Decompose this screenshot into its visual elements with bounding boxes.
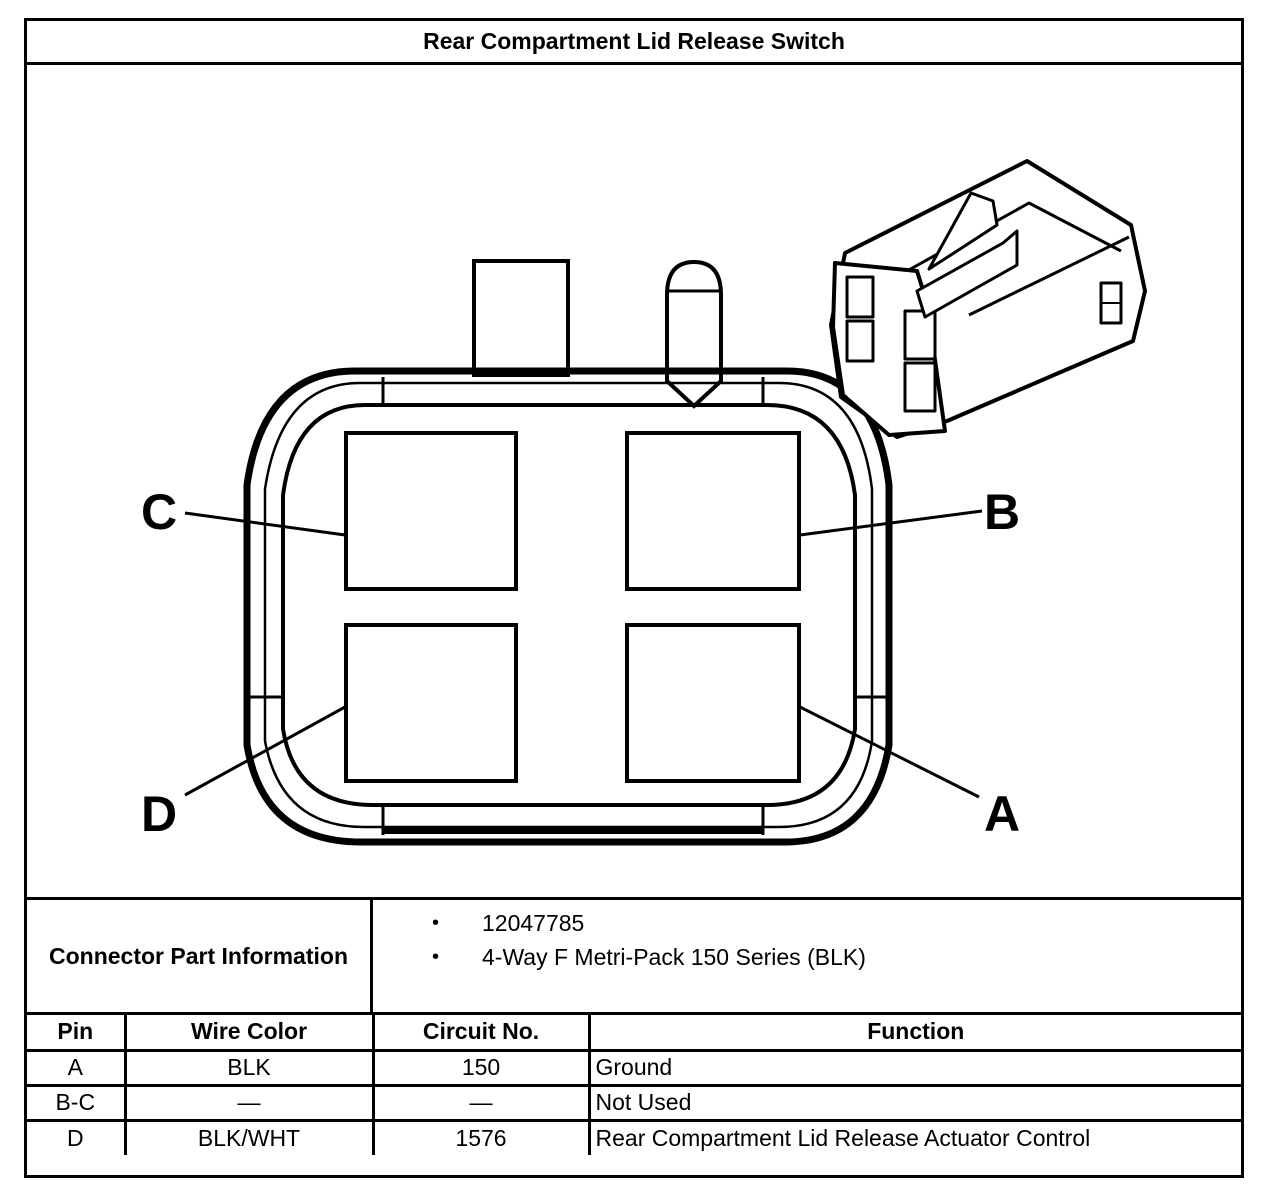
- pin-label-c: C: [141, 484, 177, 540]
- cavity-b: [625, 431, 801, 591]
- bullet: •: [432, 945, 440, 968]
- function-cell: Rear Compartment Lid Release Actuator Co…: [587, 1118, 1241, 1155]
- page-title: Rear Compartment Lid Release Switch: [27, 21, 1241, 65]
- column-header-wire-color: Wire Color: [123, 1015, 375, 1052]
- wire-color-cell: BLK: [123, 1048, 375, 1087]
- pin-cell: A: [27, 1048, 127, 1087]
- connector-info-label: Connector Part Information: [27, 900, 373, 1012]
- pin-label-a: A: [984, 786, 1020, 842]
- connector-inner-shell: [281, 403, 857, 807]
- leader-lines: [184, 509, 983, 799]
- table-row: D BLK/WHT 1576 Rear Compartment Lid Rele…: [27, 1118, 1241, 1155]
- connector-part-information: Connector Part Information • 12047785 • …: [27, 897, 1241, 1015]
- connector-sheet: Rear Compartment Lid Release Switch: [24, 18, 1244, 1178]
- key-post: [665, 259, 723, 409]
- lock-tab: [472, 259, 570, 377]
- connector-info-list: • 12047785 • 4-Way F Metri-Pack 150 Seri…: [377, 906, 866, 974]
- table-row: A BLK 150 Ground: [27, 1048, 1241, 1087]
- leader-line-a: [799, 705, 980, 799]
- circuit-no-cell: 1576: [371, 1118, 591, 1155]
- wire-color-cell: —: [123, 1083, 375, 1122]
- connector-isometric-icon: [829, 159, 1147, 439]
- leader-line-d: [184, 705, 346, 797]
- pin-cell: D: [27, 1118, 127, 1155]
- cavity-c: [344, 431, 518, 591]
- connector-face: [243, 259, 893, 846]
- column-header-circuit-no: Circuit No.: [371, 1015, 591, 1052]
- circuit-no-cell: 150: [371, 1048, 591, 1087]
- table-header-row: Pin Wire Color Circuit No. Function: [27, 1015, 1241, 1052]
- function-cell: Not Used: [587, 1083, 1241, 1122]
- connector-description: 4-Way F Metri-Pack 150 Series (BLK): [482, 943, 866, 970]
- cavity-a: [625, 623, 801, 783]
- table-row: B-C — — Not Used: [27, 1083, 1241, 1122]
- pin-label-d: D: [141, 786, 177, 842]
- leader-line-b: [799, 509, 983, 537]
- cavity-d: [344, 623, 518, 783]
- part-number: 12047785: [482, 909, 585, 936]
- pin-cell: B-C: [27, 1083, 127, 1122]
- pin-label-b: B: [984, 484, 1020, 540]
- connector-diagram: C B D A: [27, 65, 1241, 897]
- wire-color-cell: BLK/WHT: [123, 1118, 375, 1155]
- bullet: •: [432, 911, 440, 934]
- function-cell: Ground: [587, 1048, 1241, 1087]
- connector-info-item: • 12047785: [377, 906, 866, 940]
- circuit-no-cell: —: [371, 1083, 591, 1122]
- column-header-function: Function: [587, 1015, 1241, 1052]
- connector-outer-shell: [243, 367, 893, 846]
- leader-line-c: [184, 511, 346, 537]
- connector-info-item: • 4-Way F Metri-Pack 150 Series (BLK): [377, 940, 866, 974]
- column-header-pin: Pin: [27, 1015, 127, 1052]
- pinout-table: Pin Wire Color Circuit No. Function A BL…: [27, 1015, 1241, 1155]
